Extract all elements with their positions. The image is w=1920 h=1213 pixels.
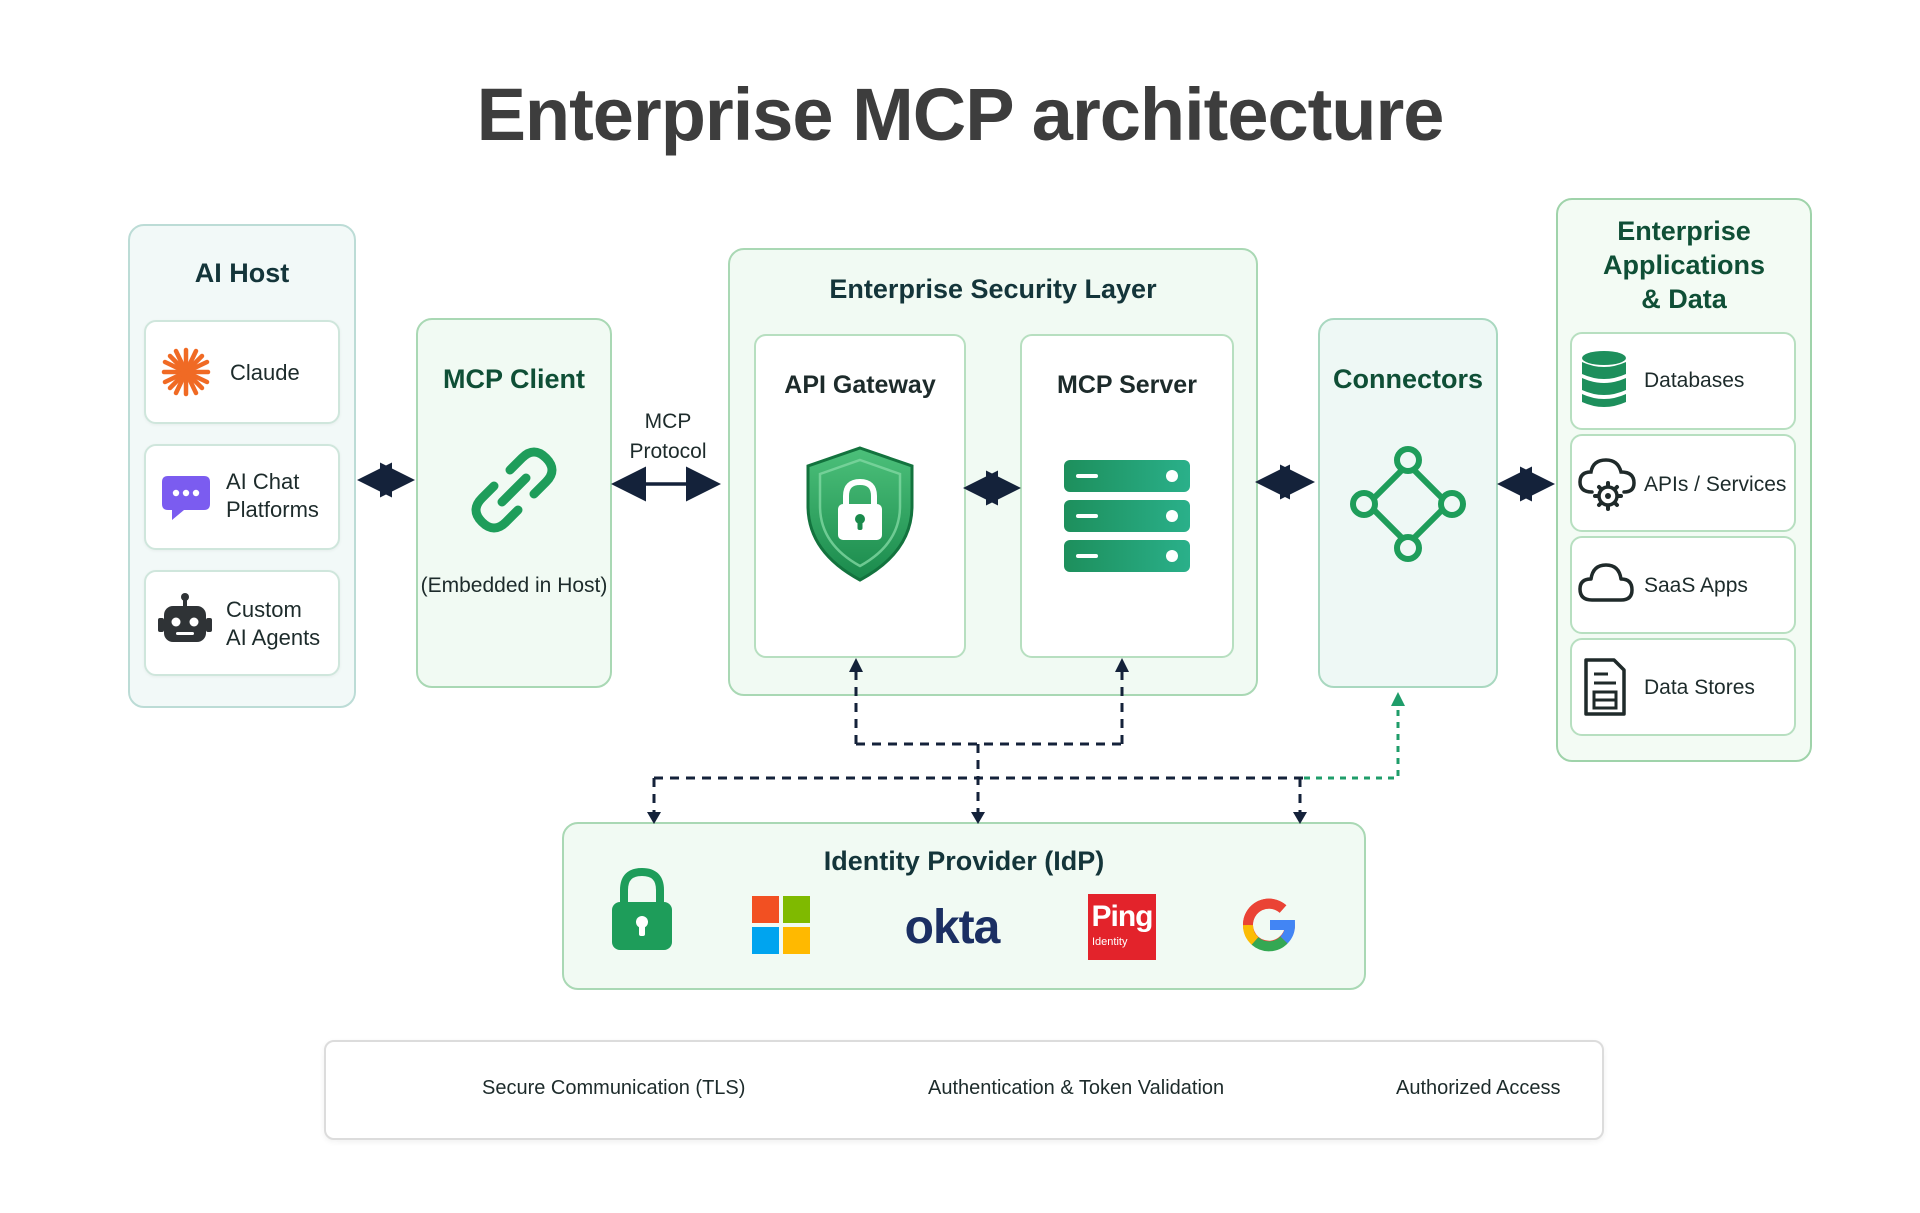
- cloud-gear-icon: [1578, 458, 1636, 511]
- app-item-saas-apps: [1570, 536, 1796, 634]
- api-gateway-heading: API Gateway: [784, 371, 936, 399]
- idp-heading: Identity Provider (IdP): [823, 846, 1105, 876]
- host-item-label: AI Agents: [226, 625, 321, 650]
- host-item-claude: [144, 320, 340, 424]
- app-item-apis-services: [1570, 434, 1796, 532]
- host-item-label: Platforms: [226, 497, 319, 522]
- authorized-line: [1304, 702, 1400, 780]
- mcp-client-heading: MCP Client: [442, 364, 585, 394]
- protocol-label: MCP: [644, 410, 692, 433]
- padlock-icon: [612, 868, 672, 950]
- auth-arrowhead: [1115, 658, 1129, 672]
- auth-arrowhead: [1293, 812, 1307, 824]
- google-logo-icon: [1242, 898, 1295, 952]
- ping-logo-subtext: Identity: [1092, 936, 1128, 948]
- server-stack-icon: [1064, 460, 1190, 572]
- database-icon: [1582, 351, 1626, 407]
- cloud-icon: [1578, 563, 1634, 602]
- microsoft-logo-icon: [752, 896, 810, 954]
- mcp-client-note: (Embedded in Host): [420, 574, 608, 597]
- app-item-label: APIs / Services: [1644, 473, 1787, 496]
- legend-auth-label: Authentication & Token Validation: [928, 1077, 1225, 1099]
- enterprise-apps-heading: & Data: [1641, 284, 1727, 314]
- document-box-icon: [1584, 658, 1626, 716]
- app-item-data-stores: [1570, 638, 1796, 736]
- connectors-heading: Connectors: [1332, 364, 1484, 394]
- mcp-server-heading: MCP Server: [1057, 371, 1197, 399]
- ping-identity-logo: Ping Identity: [1088, 894, 1156, 960]
- app-item-label: Data Stores: [1644, 676, 1755, 699]
- network-nodes-icon: [1350, 446, 1466, 562]
- mcp-client-panel: [416, 318, 612, 688]
- legend-secure-label: Secure Communication (TLS): [482, 1077, 746, 1099]
- auth-arrowhead: [971, 812, 985, 824]
- protocol-label: Protocol: [629, 440, 707, 463]
- connectors-panel: [1318, 318, 1498, 688]
- auth-arrowhead: [647, 812, 661, 824]
- host-item-label: Claude: [230, 360, 300, 385]
- ai-host-heading: AI Host: [194, 258, 290, 288]
- okta-logo: okta: [904, 901, 1001, 954]
- security-layer-heading: Enterprise Security Layer: [829, 274, 1157, 304]
- app-item-databases: [1570, 332, 1796, 430]
- chat-bubble-icon: [162, 476, 210, 520]
- legend: [324, 1040, 1604, 1140]
- shield-lock-icon: [806, 446, 914, 582]
- enterprise-apps-heading: Enterprise: [1617, 216, 1751, 246]
- ping-logo-text: Ping: [1091, 900, 1154, 933]
- link-icon: [471, 447, 557, 533]
- host-item-label: Custom: [226, 597, 302, 622]
- enterprise-apps-heading: Applications: [1602, 250, 1765, 280]
- mcp-server-card: [1020, 334, 1234, 658]
- auth-arrowhead: [849, 658, 863, 672]
- host-item-label: AI Chat: [226, 469, 300, 494]
- page-title: Enterprise MCP architecture: [476, 73, 1445, 156]
- claude-icon: [161, 347, 211, 397]
- idp-panel: [562, 822, 1366, 990]
- legend-authorized-label: Authorized Access: [1396, 1077, 1561, 1099]
- authorized-arrowhead: [1391, 692, 1405, 706]
- app-item-label: Databases: [1644, 369, 1745, 392]
- robot-icon: [158, 593, 212, 642]
- app-item-label: SaaS Apps: [1644, 574, 1748, 597]
